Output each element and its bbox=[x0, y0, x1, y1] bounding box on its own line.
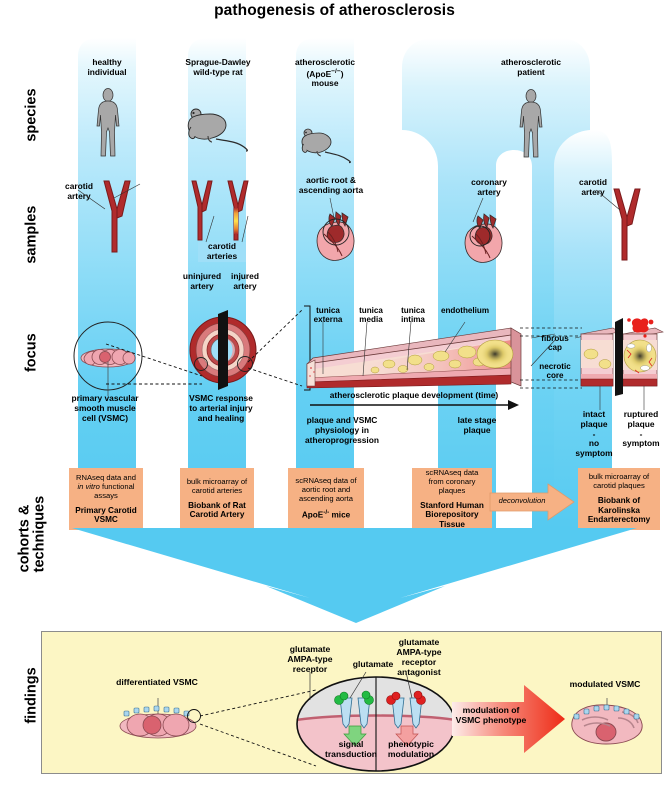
cohort-name-col3-pre: ApoE bbox=[301, 511, 324, 521]
sample-leader-col5 bbox=[595, 189, 621, 211]
species-label-col4: atherosclerotic patient bbox=[500, 57, 562, 77]
plaque-progression-slab-icon bbox=[306, 327, 522, 389]
sample-leader-col3 bbox=[329, 197, 335, 219]
apoe-superscript: −/− bbox=[331, 67, 341, 75]
apoe-prefix: (ApoE bbox=[306, 68, 332, 79]
focus-caption-col3: plaque and VSMC physiology in atheroprog… bbox=[305, 415, 379, 445]
cohort-technique-col1-italic: in vitro bbox=[77, 481, 100, 491]
cohort-name-col4: Stanford Human Biorepository Tissue bbox=[420, 500, 484, 529]
convergence-arrow bbox=[72, 528, 637, 623]
heart-aorta-icon bbox=[316, 211, 355, 261]
page-title: pathogenesis of atherosclerosis bbox=[214, 2, 455, 19]
sample-sublabel-injured: injured artery bbox=[231, 271, 259, 291]
row-label-findings-text: findings bbox=[23, 667, 40, 724]
two-carotid-arteries-icon bbox=[191, 180, 249, 241]
plaque-timeline-label: atherosclerotic plaque development (time… bbox=[329, 390, 499, 400]
cohort-technique-col1-b: functional bbox=[99, 481, 135, 491]
sample-label-col1: carotid artery bbox=[65, 181, 93, 201]
sample-leaders-col2 bbox=[205, 215, 249, 243]
deconvolution-arrow bbox=[489, 483, 575, 521]
cohort-box-col3[interactable]: scRNAseq data of aortic root and ascendi… bbox=[288, 468, 364, 530]
cohort-technique-col1-c: assays bbox=[94, 490, 118, 500]
cohort-name-col2: Biobank of Rat Carotid Artery bbox=[188, 501, 246, 520]
sample-label-col2: carotid arteries bbox=[198, 241, 246, 262]
heart-coronary-icon bbox=[464, 213, 503, 263]
carotid-artery-icon-col5 bbox=[613, 188, 641, 261]
cohort-name-col3: ApoE-/- mice bbox=[302, 509, 350, 520]
label-necrotic-core: necrotic core bbox=[539, 362, 571, 381]
findings-signal-transduction-label: signal transduction bbox=[324, 739, 378, 759]
mouse-icon bbox=[301, 128, 351, 164]
label-endothelium: endothelium bbox=[440, 306, 490, 315]
species-label-col3-line1: atherosclerotic bbox=[294, 57, 356, 67]
modulation-arrow-label: modulation of VSMC phenotype bbox=[455, 705, 527, 725]
label-tunica-intima: tunica intima bbox=[401, 306, 425, 325]
cohort-technique-col5: bulk microarray of carotid plaques bbox=[588, 472, 650, 491]
deconvolution-label: deconvolution bbox=[498, 496, 546, 505]
cohort-name-col1: Primary Carotid VSMC bbox=[75, 505, 137, 524]
human-figure-icon-patient bbox=[519, 89, 543, 158]
focus-caption-col1: primary vascular smooth muscle cell (VSM… bbox=[71, 393, 139, 423]
differentiated-vsmc-icon bbox=[119, 698, 201, 739]
focus-dashed-connectors-left bbox=[105, 343, 203, 385]
findings-dashed-connectors bbox=[199, 689, 317, 767]
label-tunica-media: tunica media bbox=[359, 306, 383, 325]
plaque-dashed-rails bbox=[520, 327, 582, 389]
cohort-box-col2[interactable]: bulk microarray of carotid arteries Biob… bbox=[180, 468, 254, 530]
cohort-name-col3-post: mice bbox=[329, 511, 351, 521]
intact-ruptured-plaque-icon bbox=[580, 318, 664, 396]
cohort-technique-col3: scRNAseq data of aortic root and ascendi… bbox=[295, 476, 357, 504]
plaque-timeline-arrow bbox=[310, 400, 519, 410]
artery-cross-section-icon bbox=[189, 310, 257, 390]
findings-phenotypic-modulation-label: phenotypic modulation bbox=[387, 739, 435, 759]
cohort-name-col3-sup: -/- bbox=[323, 509, 330, 517]
focus-dashed-connectors-right bbox=[247, 305, 311, 391]
apoe-suffix: ) bbox=[340, 68, 344, 79]
focus-caption-col2: VSMC response to arterial injury and hea… bbox=[189, 393, 253, 423]
findings-receptor-label: glutamate AMPA-type receptor bbox=[287, 644, 333, 674]
species-label-col3-line2: (ApoE−/−) bbox=[294, 68, 356, 80]
focus-caption-col4: late stage plaque bbox=[457, 415, 497, 435]
cohort-technique-col2: bulk microarray of carotid arteries bbox=[186, 477, 248, 496]
cohort-box-col4[interactable]: scRNAseq data from coronary plaques Stan… bbox=[412, 468, 492, 530]
findings-left-label: differentiated VSMC bbox=[116, 677, 198, 687]
plaque-annotation-leaders bbox=[322, 321, 466, 377]
species-label-col2: Sprague-Dawley wild-type rat bbox=[185, 57, 251, 77]
vsmc-cell-circle-icon bbox=[73, 321, 143, 396]
findings-annotation-leaders bbox=[309, 671, 413, 700]
human-figure-icon bbox=[96, 88, 120, 157]
sample-label-col5: carotid artery bbox=[579, 177, 607, 197]
species-label-col1: healthy individual bbox=[87, 57, 127, 77]
cohort-technique-col4: scRNAseq data from coronary plaques bbox=[425, 467, 479, 495]
rat-icon bbox=[187, 108, 248, 152]
focus-caption-col5-intact: intact plaque - no symptom bbox=[575, 409, 613, 458]
focus-caption-col5-ruptured: ruptured plaque - symptom bbox=[622, 409, 660, 449]
sample-label-col4: coronary artery bbox=[471, 177, 507, 197]
sample-leader-col4 bbox=[472, 197, 484, 223]
cohort-technique-col1-a: RNAseq data and bbox=[76, 472, 136, 482]
membrane-magnifier bbox=[296, 676, 456, 772]
intact-ruptured-leaders bbox=[599, 386, 645, 410]
label-fibrous-cap: fibrous cap bbox=[541, 334, 569, 353]
findings-antagonist-label: glutamate AMPA-type receptor antagonist bbox=[396, 637, 442, 677]
findings-glutamate-label: glutamate bbox=[352, 659, 394, 669]
sample-label-col3: aortic root & ascending aorta bbox=[298, 175, 364, 195]
sample-sublabel-uninjured: uninjured artery bbox=[182, 271, 222, 291]
cohort-box-col5[interactable]: bulk microarray of carotid plaques Bioba… bbox=[578, 468, 660, 530]
cohort-technique-col1: RNAseq data and in vitro functional assa… bbox=[76, 472, 136, 501]
cohort-name-col5: Biobank of Karolinska Endarterectomy bbox=[587, 496, 651, 525]
findings-right-label: modulated VSMC bbox=[569, 679, 641, 689]
modulation-arrow bbox=[452, 685, 565, 753]
sample-leader-col1 bbox=[77, 189, 106, 210]
modulated-vsmc-icon bbox=[571, 698, 643, 745]
species-label-col3: atherosclerotic (ApoE−/−) mouse bbox=[294, 57, 356, 89]
label-tunica-externa: tunica externa bbox=[313, 306, 343, 325]
cohort-box-col1[interactable]: RNAseq data and in vitro functional assa… bbox=[69, 468, 143, 530]
species-label-col3-line3: mouse bbox=[311, 78, 339, 89]
carotid-artery-icon-col1 bbox=[103, 180, 141, 253]
